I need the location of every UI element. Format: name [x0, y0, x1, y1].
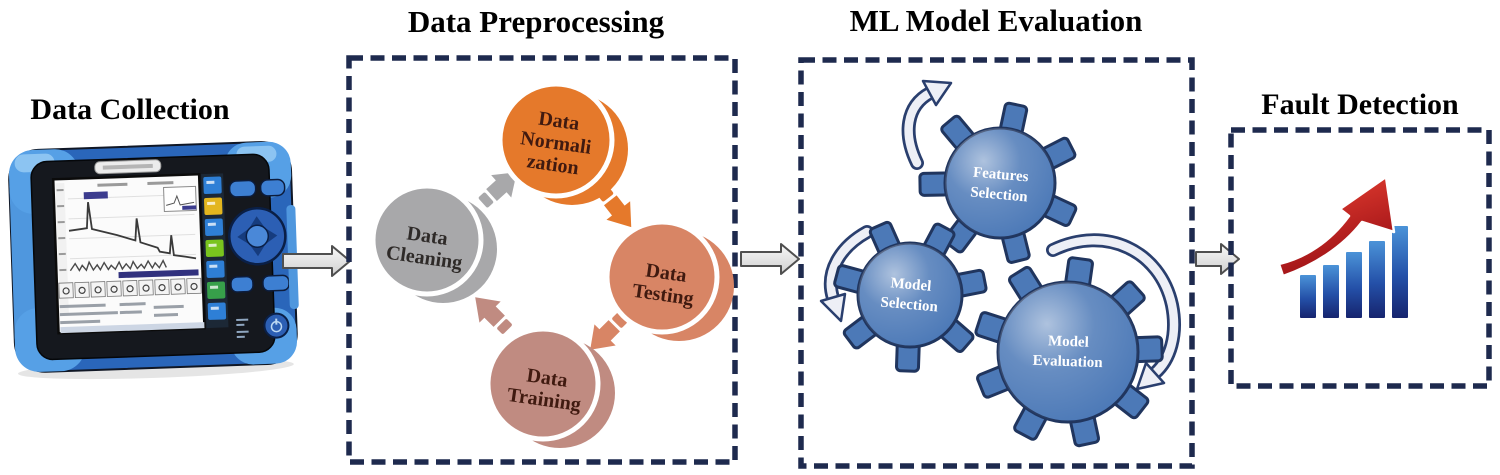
step-circle-normalization: Data Normali zation [497, 81, 628, 205]
gear-label-line: Features [972, 165, 1029, 186]
step-circle-cleaning: Data Cleaning [370, 183, 497, 303]
gear-features-selection: Features Selection [918, 101, 1078, 264]
chart-bar-5 [1392, 226, 1408, 318]
flow-arrow-2 [740, 243, 800, 275]
chart-bar-4 [1369, 241, 1385, 318]
curved-arrow-top [901, 79, 953, 170]
step-circle-testing: Data Testing [604, 219, 734, 341]
gear-label-line: Selection [970, 184, 1029, 205]
stage-title-collection: Data Collection [30, 93, 229, 126]
rising-red-arrow-icon [1277, 175, 1396, 278]
trace-noise-band [69, 258, 167, 272]
otdr-device-illustration [8, 141, 299, 380]
stage-title-preprocessing: Data Preprocessing [408, 4, 665, 39]
detection-dashed-box [1228, 127, 1492, 389]
otdr-trace-curve [68, 201, 197, 260]
stage-preprocessing: Data Preprocessing Data Normali zation D… [346, 4, 738, 465]
stage-title-detection: Fault Detection [1261, 88, 1459, 121]
device-screen [51, 172, 206, 335]
chart-bar-3 [1346, 252, 1362, 318]
cycle-arrow-training-to-cleaning [464, 286, 519, 341]
stage-evaluation: ML Model Evaluation [798, 3, 1195, 469]
keypad-text-marks [236, 318, 249, 339]
stage-title-evaluation: ML Model Evaluation [850, 3, 1143, 38]
preprocessing-dashed-box [346, 55, 738, 465]
flow-arrow-1 [282, 245, 351, 277]
brand-text-mark [102, 163, 153, 170]
screen-status-bar [60, 322, 205, 334]
rising-bar-chart-icon [1277, 175, 1408, 318]
device-softkey-strip [201, 173, 229, 329]
curved-arrow-left [819, 225, 874, 323]
screen-toolbar-icons [58, 277, 202, 299]
stage-detection: Fault Detection [1228, 88, 1492, 389]
curved-arrow-right [1046, 233, 1181, 391]
inset-trace [166, 194, 195, 206]
gear-label-line: Model [890, 275, 932, 294]
trace-highlight-bar [118, 269, 199, 279]
chart-bar-1 [1300, 275, 1316, 318]
gear-label-line: Selection [880, 294, 939, 315]
trace-marker-bar [83, 191, 108, 200]
gear-model-evaluation: Model Evaluation [974, 256, 1164, 448]
device-power-button [263, 312, 290, 339]
chart-bar-2 [1323, 265, 1339, 318]
gear-model-selection: Model Selection [833, 220, 988, 373]
gear-label-line: Model [1048, 333, 1089, 350]
screen-result-table [59, 302, 184, 325]
step-circle-training: Data Training [485, 326, 615, 448]
stage-collection: Data Collection [8, 93, 299, 380]
evaluation-dashed-box [798, 57, 1195, 469]
inset-marker [182, 205, 197, 210]
dpad-ok-button [245, 224, 270, 248]
gear-label-line: Evaluation [1032, 353, 1103, 371]
device-keypad [228, 178, 290, 339]
trace-inset-window [163, 185, 197, 212]
